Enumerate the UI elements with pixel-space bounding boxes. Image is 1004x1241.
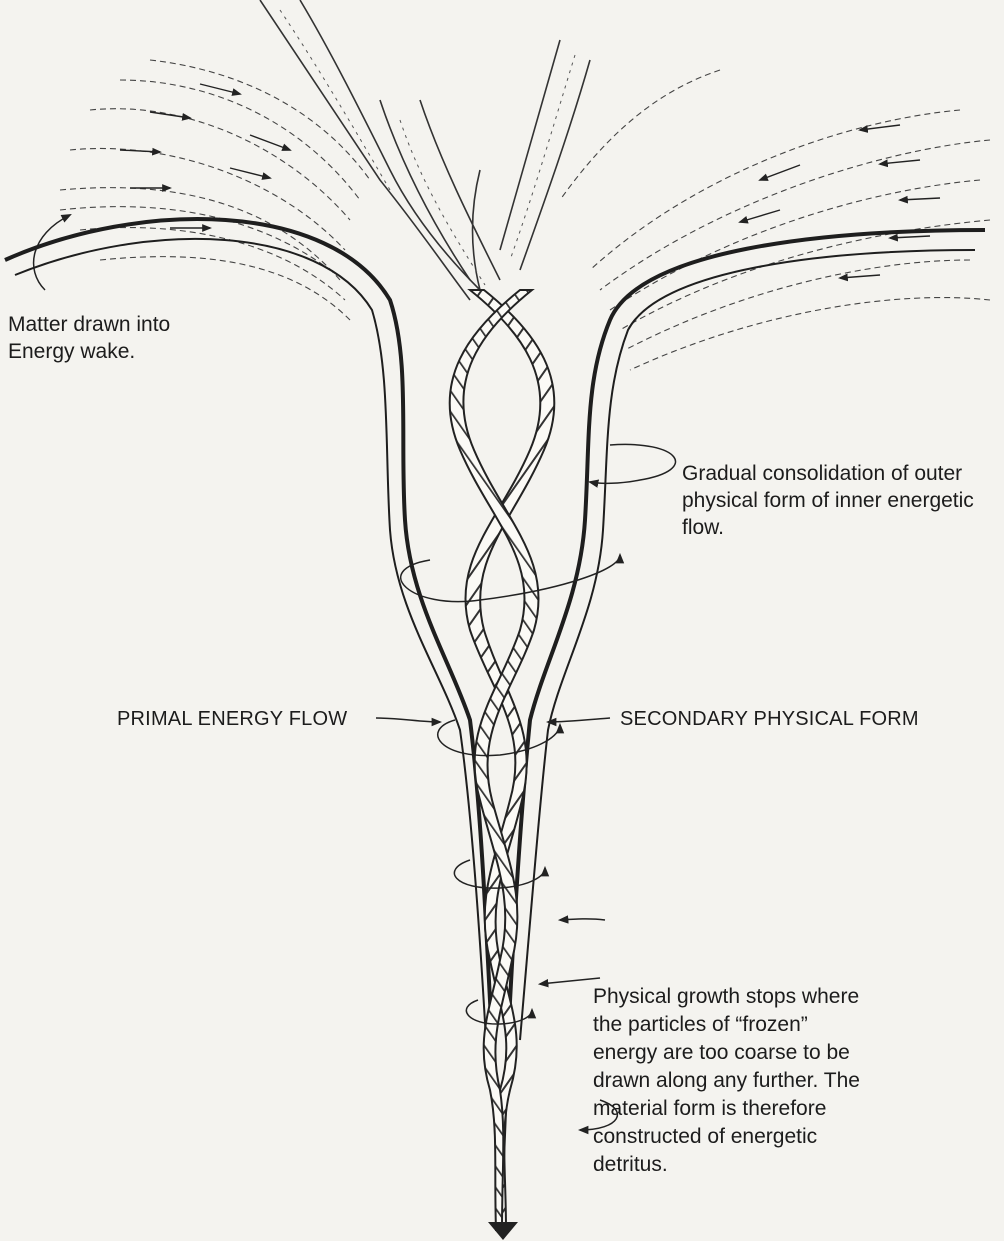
primal-energy-flow-label: PRIMAL ENERGY FLOW xyxy=(117,706,347,733)
bottom-arrowhead xyxy=(488,1222,518,1240)
left-energy-wisps xyxy=(60,60,370,320)
right-energy-wisps xyxy=(560,70,990,370)
physical-growth-label: Physical growth stops where the particle… xyxy=(593,983,993,1179)
twisted-energy-rope xyxy=(450,290,555,1230)
matter-drawn-label: Matter drawn into Energy wake. xyxy=(8,311,170,365)
left-curl-arrow xyxy=(34,215,70,290)
secondary-physical-form-label: SECONDARY PHYSICAL FORM xyxy=(620,706,919,733)
left-wisp-arrows xyxy=(120,84,290,228)
consolidation-label: Gradual consolidation of outer physical … xyxy=(682,460,974,541)
top-strands xyxy=(260,0,590,300)
